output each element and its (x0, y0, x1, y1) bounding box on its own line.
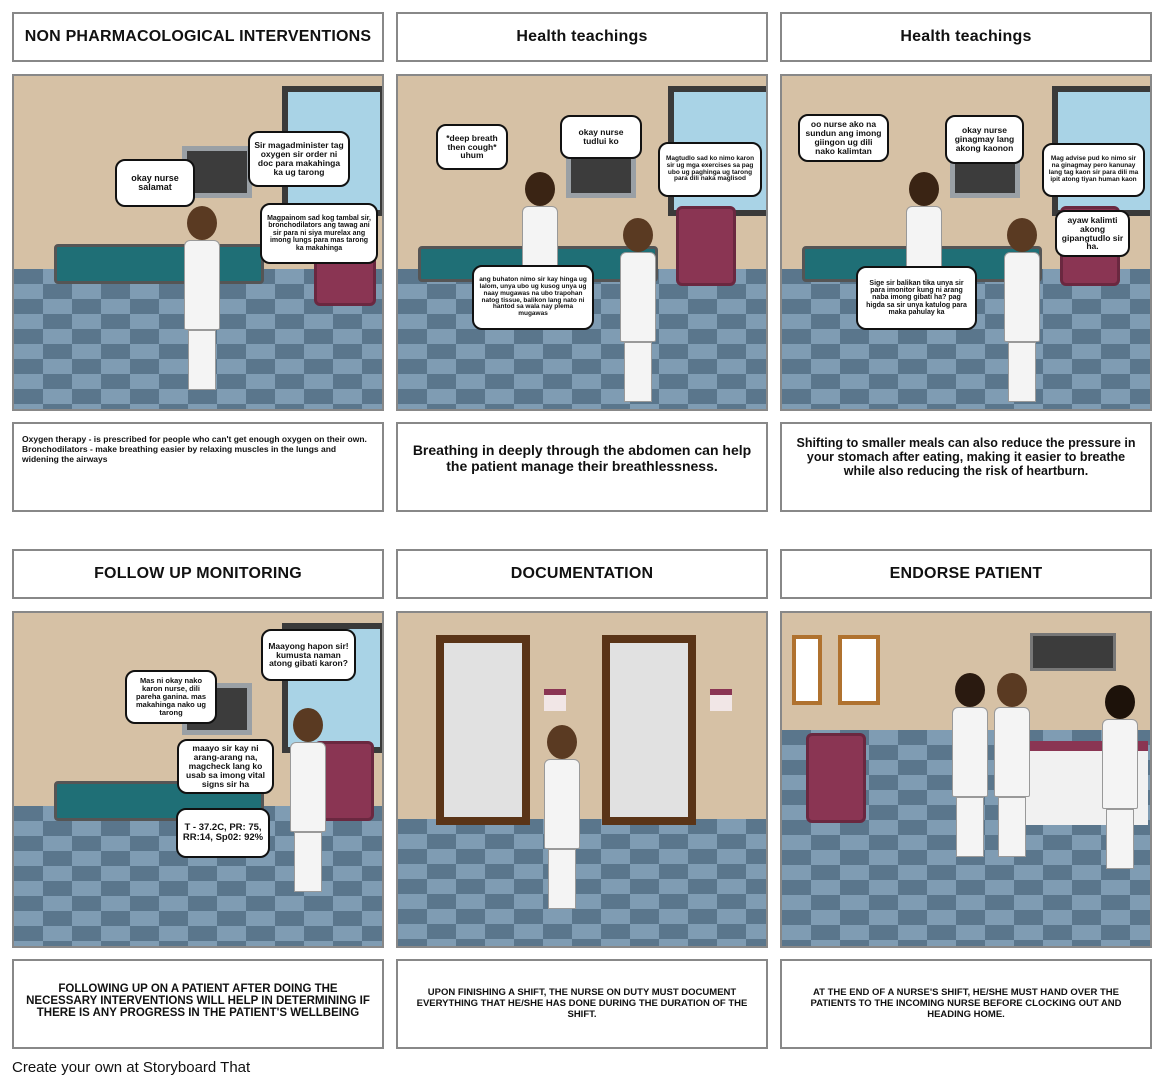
nurse-figure (184, 206, 220, 390)
speech-bubble: ang buhaton nimo sir kay hinga ug lalom,… (472, 265, 594, 330)
panel-3-scene: oo nurse ako na sundun ang imong giingon… (780, 74, 1152, 411)
nurse-figure (1004, 218, 1040, 402)
nurse-figure (290, 708, 326, 892)
nurse-figure (544, 725, 580, 909)
speech-bubble: Magtudlo sad ko nimo karon sir ug mga ex… (658, 142, 762, 197)
speech-bubble: ayaw kalimti akong gipangtudlo sir ha. (1055, 210, 1130, 257)
panel-2-title: Health teachings (396, 12, 768, 62)
panel-5-title: DOCUMENTATION (396, 549, 768, 599)
speech-bubble: *deep breath then cough* uhum (436, 124, 508, 170)
panel-5-caption: UPON FINISHING A SHIFT, THE NURSE ON DUT… (396, 959, 768, 1049)
speech-bubble: maayo sir kay ni arang-arang na, magchec… (177, 739, 274, 794)
storyboard-that-credit-link[interactable]: Create your own at Storyboard That (12, 1059, 251, 1076)
speech-bubble: oo nurse ako na sundun ang imong giingon… (798, 114, 889, 162)
speech-bubble: Mag advise pud ko nimo sir na ginagmay p… (1042, 143, 1145, 197)
panel-6-scene (780, 611, 1152, 948)
speech-bubble: okay nurse ginagmay lang akong kaonon (945, 115, 1024, 164)
nurse-figure (1102, 685, 1138, 869)
speech-bubble: Sir magadminister tag oxygen sir order n… (248, 131, 350, 187)
panel-6-title: ENDORSE PATIENT (780, 549, 1152, 599)
speech-bubble: Magpainom sad kog tambal sir, bronchodil… (260, 203, 378, 264)
speech-bubble: okay nurse tudlui ko (560, 115, 642, 159)
panel-3-title: Health teachings (780, 12, 1152, 62)
speech-bubble: okay nurse salamat (115, 159, 195, 207)
panel-2-scene: *deep breath then cough* uhum okay nurse… (396, 74, 768, 411)
nurse-figure (620, 218, 656, 402)
panel-1-title: NON PHARMACOLOGICAL INTERVENTIONS (12, 12, 384, 62)
panel-3-caption: Shifting to smaller meals can also reduc… (780, 422, 1152, 512)
nurse-figure (994, 673, 1030, 857)
panel-4-caption: FOLLOWING UP ON A PATIENT AFTER DOING TH… (12, 959, 384, 1049)
speech-bubble: Maayong hapon sir! kumusta naman atong g… (261, 629, 356, 681)
panel-6-caption: AT THE END OF A NURSE'S SHIFT, HE/SHE MU… (780, 959, 1152, 1049)
speech-bubble: Mas ni okay nako karon nurse, dili pareh… (125, 670, 217, 724)
nurse-figure (952, 673, 988, 857)
panel-1-scene: okay nurse salamat Sir magadminister tag… (12, 74, 384, 411)
vital-signs-bubble: T - 37.2C, PR: 75, RR:14, Sp02: 92% (176, 808, 270, 858)
panel-4-title: FOLLOW UP MONITORING (12, 549, 384, 599)
panel-5-scene (396, 611, 768, 948)
speech-bubble: Sige sir balikan tika unya sir para imon… (856, 266, 977, 330)
panel-2-caption: Breathing in deeply through the abdomen … (396, 422, 768, 512)
panel-4-scene: Maayong hapon sir! kumusta naman atong g… (12, 611, 384, 948)
panel-1-caption: Oxygen therapy - is prescribed for peopl… (12, 422, 384, 512)
